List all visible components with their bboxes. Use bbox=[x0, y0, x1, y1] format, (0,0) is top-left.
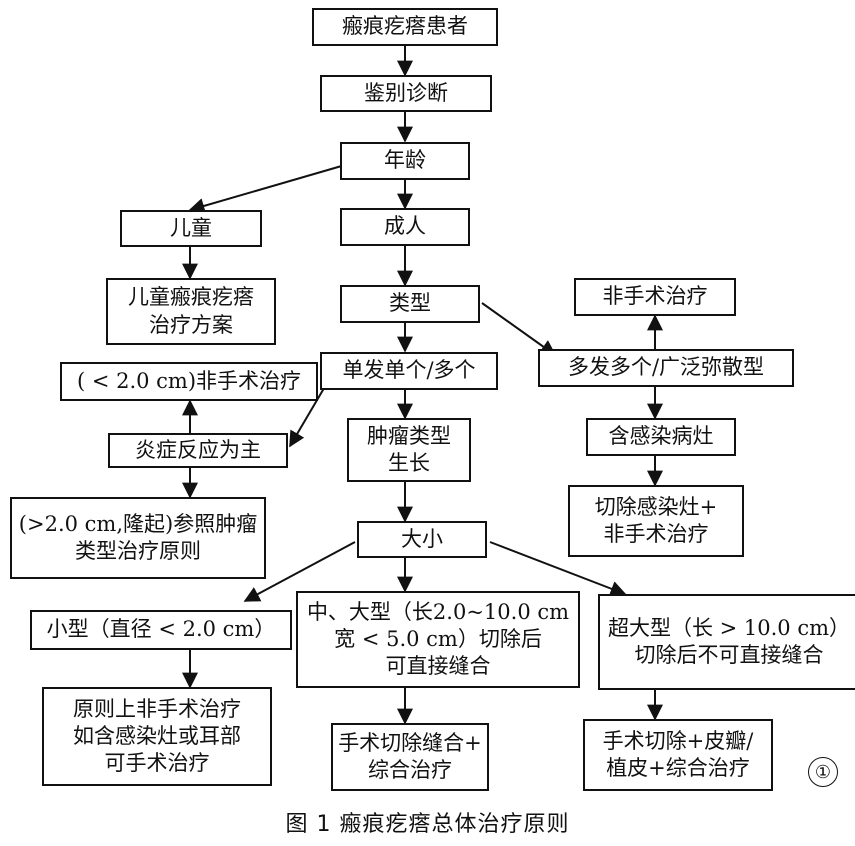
node-multiple: 多发多个/广泛弥散型 bbox=[538, 349, 794, 387]
node-xlarge-plan: 手术切除+皮瓣/ 植皮+综合治疗 bbox=[583, 719, 773, 791]
node-type: 类型 bbox=[340, 285, 480, 323]
arrow-age-child bbox=[188, 164, 346, 214]
arrow-type-multiple bbox=[481, 302, 557, 356]
node-inflammation: 炎症反应为主 bbox=[108, 433, 288, 468]
node-child: 儿童 bbox=[120, 210, 262, 247]
node-medium: 中、大型（长2.0~10.0 cm 宽 < 5.0 cm）切除后 可直接缝合 bbox=[296, 591, 580, 688]
node-diagnosis: 鉴别诊断 bbox=[320, 75, 492, 112]
node-adult: 成人 bbox=[340, 208, 470, 246]
node-small: 小型（直径 < 2.0 cm） bbox=[30, 610, 292, 650]
node-age: 年龄 bbox=[340, 142, 470, 180]
node-xlarge: 超大型（长 > 10.0 cm） 切除后不可直接缝合 bbox=[598, 594, 855, 690]
node-nonsurgical-right: 非手术治疗 bbox=[574, 278, 736, 316]
node-child-plan: 儿童瘢痕疙瘩 治疗方案 bbox=[106, 278, 276, 345]
node-medium-plan: 手术切除缝合+ 综合治疗 bbox=[331, 723, 489, 791]
node-single: 单发单个/多个 bbox=[320, 352, 498, 390]
node-raised-large: (>2.0 cm,隆起)参照肿瘤 类型治疗原则 bbox=[10, 497, 266, 579]
arrow-size-xlarge bbox=[489, 541, 627, 597]
node-nonsurgical-small: ( < 2.0 cm)非手术治疗 bbox=[60, 362, 318, 401]
node-tumor-growth: 肿瘤类型 生长 bbox=[347, 418, 471, 482]
figure-caption: 图 1 瘢痕疙瘩总体治疗原则 bbox=[285, 812, 570, 837]
arrow-size-small bbox=[243, 541, 356, 602]
node-small-plan: 原则上非手术治疗 如含感染灶或耳部 可手术治疗 bbox=[42, 687, 272, 786]
node-infection: 含感染病灶 bbox=[586, 418, 736, 456]
node-excise-infection: 切除感染灶+ 非手术治疗 bbox=[568, 485, 744, 557]
node-patient: 瘢痕疙瘩患者 bbox=[312, 8, 498, 46]
figure-number: ① bbox=[808, 757, 838, 787]
node-size: 大小 bbox=[357, 521, 487, 558]
